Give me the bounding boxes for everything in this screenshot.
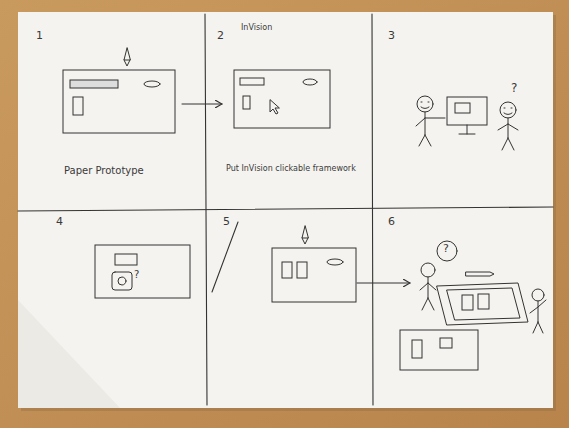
paper-card: [478, 294, 489, 309]
panel-3-sketch: [416, 96, 518, 150]
person-head: [500, 102, 516, 118]
grid-line: [205, 14, 207, 405]
paper-sheet-sketch: [447, 288, 520, 320]
screen-block: [73, 97, 83, 115]
screen-button: [303, 79, 317, 85]
flow-arrow: [182, 104, 222, 105]
panel-2-sketch: [234, 70, 330, 128]
slash-line: [212, 222, 238, 292]
person-head: [532, 289, 544, 301]
flow-arrow: [357, 283, 410, 284]
panel-grid: [18, 14, 553, 405]
screen-sketch: [234, 70, 330, 128]
monitor-stand: [459, 125, 475, 134]
screen-button: [144, 81, 160, 87]
panel-number: 3: [388, 30, 395, 42]
pencil-icon: [302, 226, 308, 244]
pencil-icon: [124, 48, 130, 66]
thought-bubble: [437, 241, 457, 261]
monitor-window: [455, 103, 470, 113]
panel-number: 2: [217, 30, 224, 42]
grid-line: [18, 207, 553, 211]
screen-bar: [240, 78, 264, 85]
question-mark: ?: [443, 243, 449, 255]
panel-number: 1: [36, 30, 43, 42]
person-body: [530, 300, 546, 333]
person-face: [504, 108, 512, 115]
panel-number: 6: [388, 216, 395, 228]
question-mark: ?: [134, 269, 139, 280]
person-face: [421, 102, 429, 109]
panel-6-sketch: [400, 241, 546, 370]
grid-line: [372, 14, 373, 405]
panel-number: 5: [223, 216, 230, 228]
phone-icon: [112, 272, 132, 290]
paper-card: [440, 338, 452, 348]
phone-dial: [118, 277, 126, 285]
person-body: [498, 118, 518, 150]
sketch-note: InVision: [241, 24, 272, 33]
cursor-icon: [270, 100, 279, 114]
person-head: [417, 96, 433, 112]
screen-sketch: [272, 248, 356, 302]
screen-button: [327, 259, 343, 265]
pencil-icon: [466, 272, 494, 276]
monitor-sketch: [447, 97, 487, 125]
paper-card: [462, 295, 473, 310]
light-shade: [18, 300, 120, 408]
person-body: [416, 112, 445, 146]
panel-5-sketch: [272, 226, 410, 302]
screen-sketch: [95, 245, 190, 298]
screen-sketch: [63, 70, 175, 133]
screen-block: [243, 96, 250, 109]
screen-card: [282, 262, 292, 278]
paper-sheet-sketch: [400, 330, 478, 370]
panel-number: 4: [56, 216, 63, 228]
screen-bar: [115, 254, 137, 265]
person-head: [421, 263, 435, 277]
question-mark: ?: [511, 82, 517, 95]
panel-4-sketch: [95, 245, 190, 298]
paper-sheet-sketch: [437, 283, 528, 325]
screen-card: [297, 262, 307, 278]
paper-sheet: [18, 12, 553, 408]
paper-card: [412, 340, 422, 358]
sketch-note: Paper Prototype: [64, 165, 144, 176]
screen-bar: [70, 80, 118, 88]
panel-1-sketch: [63, 48, 222, 133]
person-body: [420, 277, 436, 310]
sketch-note: Put InVision clickable framework: [226, 165, 356, 174]
